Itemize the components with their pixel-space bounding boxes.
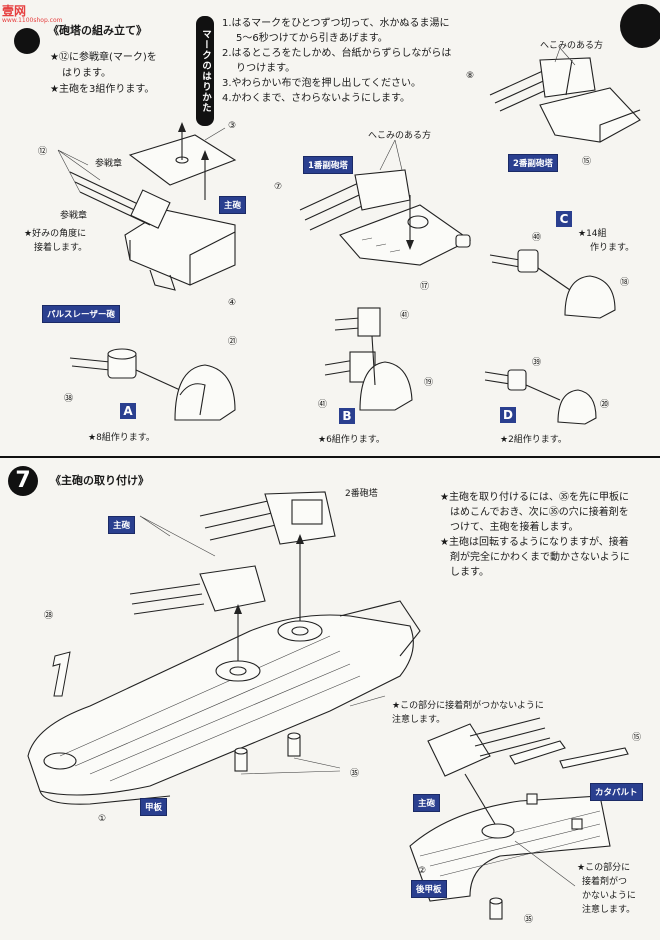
step7-note-5: 剤が完全にかわくまで動かさないように bbox=[450, 552, 630, 563]
sub-a-note: ★8組作ります。 bbox=[88, 433, 155, 443]
caution-2d: 注意します。 bbox=[582, 905, 636, 915]
decal-step-2b: りつけます。 bbox=[236, 63, 296, 74]
part-21: ㉑ bbox=[228, 337, 238, 347]
sub-assembly-c bbox=[489, 249, 616, 319]
part-12: ⑫ bbox=[38, 147, 48, 157]
part-38: ㊳ bbox=[64, 394, 74, 404]
part-15-step7: ⑮ bbox=[632, 733, 642, 743]
caution-2b: 接着剤がつ bbox=[582, 877, 628, 887]
step7-number: 7 bbox=[8, 466, 38, 496]
step6-note1b: はります。 bbox=[62, 68, 111, 79]
hull-deck bbox=[27, 600, 421, 805]
main-gun-lower bbox=[129, 565, 266, 661]
decal-instructions: 1.はるマークをひとつずつ切って、水かぬるま湯に 5〜6秒つけてから引きあげます… bbox=[222, 16, 451, 106]
part-3: ③ bbox=[228, 121, 237, 131]
label-hekomi-1: へこみのある方 bbox=[368, 131, 432, 141]
label-sansensho-top: 参戦章 bbox=[95, 159, 123, 169]
caution-2c: かないように bbox=[582, 891, 636, 901]
secondary-turret-1 bbox=[299, 169, 472, 266]
part-2: ② bbox=[418, 866, 427, 876]
main-gun-upper bbox=[199, 491, 336, 621]
step7-heading: 《主砲の取り付け》 bbox=[50, 474, 149, 487]
part-15-step6: ⑮ bbox=[582, 157, 592, 167]
label-turret-2: 2番副砲塔 bbox=[508, 154, 558, 172]
pulse-laser-assembly-a bbox=[69, 348, 236, 421]
label-turret-2-main: 2番砲塔 bbox=[345, 489, 378, 499]
sub-b-note: ★6組作ります。 bbox=[318, 435, 385, 445]
part-4: ④ bbox=[228, 298, 237, 308]
sub-a-letter: A bbox=[120, 403, 136, 419]
part-35b: ㉟ bbox=[524, 915, 534, 925]
step7-note-3: つけて、主砲を接着します。 bbox=[450, 522, 579, 533]
decal-step-2: 2.はるところをたしかめ、台紙からずらしながらは bbox=[222, 48, 452, 59]
watermark-url: www.1100shop.com bbox=[2, 17, 63, 24]
decal-step-4: 4.かわくまで、さわらないようにします。 bbox=[222, 93, 410, 104]
label-rear-deck: 後甲板 bbox=[411, 880, 447, 898]
label-angle: ★好みの角度に bbox=[24, 229, 87, 239]
sub-b-letter: B bbox=[339, 408, 355, 424]
part-1: ① bbox=[98, 814, 107, 824]
label-deck: 甲板 bbox=[140, 798, 168, 816]
label-pulse-laser: パルスレーザー砲 bbox=[42, 305, 120, 323]
step7-note-2: はめこんでおき、次に㉟の穴に接着剤を bbox=[450, 507, 629, 518]
label-hekomi-2: へこみのある方 bbox=[540, 41, 604, 51]
main-turret-assembly bbox=[69, 122, 237, 291]
label-main-gun-lower: 主砲 bbox=[413, 794, 441, 812]
pins-35 bbox=[234, 732, 341, 775]
watermark-logo: 壹网 bbox=[2, 2, 26, 19]
watermark-text: 壹网 bbox=[2, 4, 27, 18]
label-sansensho-bottom: 参戦章 bbox=[60, 211, 88, 221]
label-catapult: カタパルト bbox=[590, 783, 643, 801]
step7-notes: ★主砲を取り付けるには、㉟を先に甲板に はめこんでおき、次に㉟の穴に接着剤を つ… bbox=[440, 490, 630, 580]
step7-note-6: します。 bbox=[450, 567, 489, 578]
label-main-gun: 主砲 bbox=[219, 196, 247, 214]
part-35a: ㉟ bbox=[350, 769, 360, 779]
part-28: ㉘ bbox=[44, 611, 54, 621]
sub-assembly-b bbox=[324, 307, 413, 411]
step6-note2: ★主砲を3組作ります。 bbox=[50, 84, 155, 95]
part-41b: ㊶ bbox=[318, 400, 328, 410]
caution-1: ★この部分に接着剤がつかないように bbox=[392, 701, 544, 711]
rear-deck bbox=[409, 717, 629, 920]
part-41a: ㊶ bbox=[400, 311, 410, 321]
step6-number-badge bbox=[14, 28, 40, 54]
corner-circle bbox=[620, 4, 660, 48]
secondary-turret-2 bbox=[489, 57, 641, 143]
part-17: ⑰ bbox=[420, 282, 430, 292]
part-18: ⑱ bbox=[620, 278, 630, 288]
step6-heading: 《砲塔の組み立て》 bbox=[48, 24, 147, 37]
label-turret-1: 1番副砲塔 bbox=[303, 156, 353, 174]
sub-d-note: ★2組作ります。 bbox=[500, 435, 567, 445]
decal-panel-title: マークのはりかた bbox=[196, 16, 214, 126]
section-divider bbox=[0, 456, 660, 458]
label-angle-2: 接着します。 bbox=[34, 243, 88, 253]
caution-2: ★この部分に bbox=[577, 863, 631, 873]
step7-note-4: ★主砲は回転するようになりますが、接着 bbox=[440, 537, 629, 548]
decal-step-1b: 5〜6秒つけてから引きあげます。 bbox=[236, 33, 388, 44]
decal-step-1: 1.はるマークをひとつずつ切って、水かぬるま湯に bbox=[222, 18, 450, 29]
label-main-gun-upper: 主砲 bbox=[108, 516, 136, 534]
part-39: ㊴ bbox=[532, 358, 542, 368]
part-40: ㊵ bbox=[532, 233, 542, 243]
step7-note-1: ★主砲を取り付けるには、㉟を先に甲板に bbox=[440, 492, 629, 503]
sub-assembly-d bbox=[484, 369, 597, 425]
part-8: ⑧ bbox=[466, 71, 475, 81]
sub-c-note-2: 作ります。 bbox=[590, 243, 635, 253]
decal-step-3: 3.やわらかい布で泡を押し出してください。 bbox=[222, 78, 421, 89]
step6-note1: ★⑫に参戦章(マーク)を bbox=[50, 52, 157, 63]
part-7: ⑦ bbox=[274, 182, 283, 192]
sub-c-note: ★14組 bbox=[578, 229, 607, 239]
part-19: ⑲ bbox=[424, 378, 434, 388]
part-20: ⑳ bbox=[600, 400, 610, 410]
sub-d-letter: D bbox=[500, 407, 516, 423]
step6-diagram bbox=[57, 47, 641, 425]
caution-1b: 注意します。 bbox=[392, 715, 446, 725]
step7-diagram bbox=[27, 491, 629, 920]
sub-c-letter: C bbox=[556, 211, 572, 227]
